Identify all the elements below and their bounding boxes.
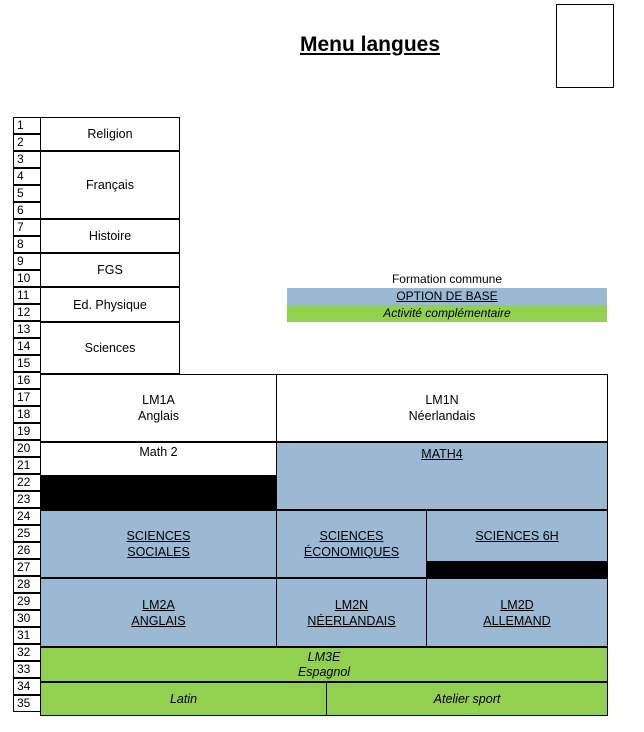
- page-title: Menu langues: [300, 33, 441, 56]
- row-number: 34: [13, 678, 41, 695]
- lm2n-neerlandais-cell: LM2N NÉERLANDAIS: [276, 578, 427, 647]
- latin-cell: Latin: [40, 682, 327, 716]
- option-label: SCIENCES 6H: [475, 529, 559, 543]
- lm2d-allemand-cell: LM2D ALLEMAND: [426, 578, 608, 647]
- subject-label: FGS: [97, 263, 123, 277]
- subject-label: Français: [86, 178, 134, 192]
- course-language: ALLEMAND: [483, 613, 551, 628]
- row-number: 9: [13, 253, 41, 270]
- subject-histoire: Histoire: [40, 219, 180, 253]
- row-number: 28: [13, 576, 41, 593]
- legend-formation-commune: Formation commune: [391, 272, 503, 286]
- option-label-line1: SCIENCES: [126, 529, 191, 543]
- atelier-sport-cell: Atelier sport: [326, 682, 608, 716]
- row-number: 13: [13, 321, 41, 338]
- row-number: 7: [13, 219, 41, 236]
- subject-label: Religion: [87, 127, 133, 141]
- sciences-sociales-cell: SCIENCES SOCIALES: [40, 510, 277, 578]
- course-language: Néerlandais: [408, 409, 476, 423]
- option-label-line2: ÉCONOMIQUES: [303, 545, 400, 559]
- legend-option-de-base: OPTION DE BASE: [287, 288, 607, 305]
- course-language: ANGLAIS: [131, 613, 186, 628]
- lm2a-anglais-cell: LM2A ANGLAIS: [40, 578, 277, 647]
- row-number: 29: [13, 593, 41, 610]
- row-number: 4: [13, 168, 41, 185]
- row-number: 2: [13, 134, 41, 151]
- row-number: 33: [13, 661, 41, 678]
- legend-activite-complementaire: Activité complémentaire: [287, 305, 607, 322]
- course-language: Espagnol: [297, 664, 351, 679]
- course-code: LM2A: [142, 597, 175, 612]
- row-number: 19: [13, 423, 41, 440]
- lm3e-espagnol-cell: LM3E Espagnol: [40, 647, 608, 682]
- logo-placeholder-box: [556, 4, 614, 88]
- row-number: 10: [13, 270, 41, 287]
- row-number: 22: [13, 474, 41, 491]
- subject-ed-physique: Ed. Physique: [40, 287, 180, 322]
- math2-cell: Math 2: [40, 442, 277, 476]
- lm1a-anglais-cell: LM1A Anglais: [40, 374, 277, 442]
- subject-fgs: FGS: [40, 253, 180, 287]
- sciences-6h-cell: SCIENCES 6H: [426, 510, 608, 562]
- course-code: LM2D: [500, 597, 534, 612]
- row-number: 32: [13, 644, 41, 661]
- math2-label: Math 2: [139, 445, 178, 459]
- blocked-period-block: [426, 561, 608, 578]
- lm1n-neerlandais-cell: LM1N Néerlandais: [276, 374, 608, 442]
- course-language: Anglais: [138, 409, 179, 423]
- row-number: 1: [13, 117, 41, 134]
- subject-religion: Religion: [40, 117, 180, 151]
- row-number: 30: [13, 610, 41, 627]
- activity-label: Latin: [169, 692, 198, 706]
- course-code: LM2N: [334, 597, 369, 612]
- option-label-line1: SCIENCES: [319, 529, 384, 543]
- row-number: 5: [13, 185, 41, 202]
- row-number: 17: [13, 389, 41, 406]
- blocked-period-block: [40, 476, 277, 510]
- subject-francais: Français: [40, 151, 180, 219]
- math4-label: MATH4: [421, 447, 463, 461]
- row-number: 21: [13, 457, 41, 474]
- course-code: LM1N: [425, 393, 459, 407]
- course-code: LM1A: [142, 393, 175, 407]
- row-number: 11: [13, 287, 41, 304]
- row-number: 18: [13, 406, 41, 423]
- course-code: LM3E: [307, 649, 341, 664]
- row-number: 16: [13, 372, 41, 389]
- row-number: 35: [13, 695, 41, 712]
- row-number: 3: [13, 151, 41, 168]
- row-number: 31: [13, 627, 41, 644]
- row-number: 25: [13, 525, 41, 542]
- activity-label: Atelier sport: [433, 692, 501, 706]
- row-number: 12: [13, 304, 41, 321]
- row-number: 24: [13, 508, 41, 525]
- subject-label: Sciences: [84, 341, 136, 355]
- subject-label: Histoire: [88, 229, 132, 243]
- subject-sciences: Sciences: [40, 322, 180, 374]
- row-number: 15: [13, 355, 41, 372]
- math4-cell: MATH4: [276, 442, 608, 510]
- course-language: NÉERLANDAIS: [307, 613, 396, 628]
- row-number: 8: [13, 236, 41, 253]
- row-number: 27: [13, 559, 41, 576]
- row-number: 26: [13, 542, 41, 559]
- row-number: 20: [13, 440, 41, 457]
- row-number: 14: [13, 338, 41, 355]
- subject-label: Ed. Physique: [73, 297, 147, 312]
- option-label-line2: SOCIALES: [127, 545, 190, 559]
- row-number: 6: [13, 202, 41, 219]
- row-number: 23: [13, 491, 41, 508]
- sciences-economiques-cell: SCIENCES ÉCONOMIQUES: [276, 510, 427, 578]
